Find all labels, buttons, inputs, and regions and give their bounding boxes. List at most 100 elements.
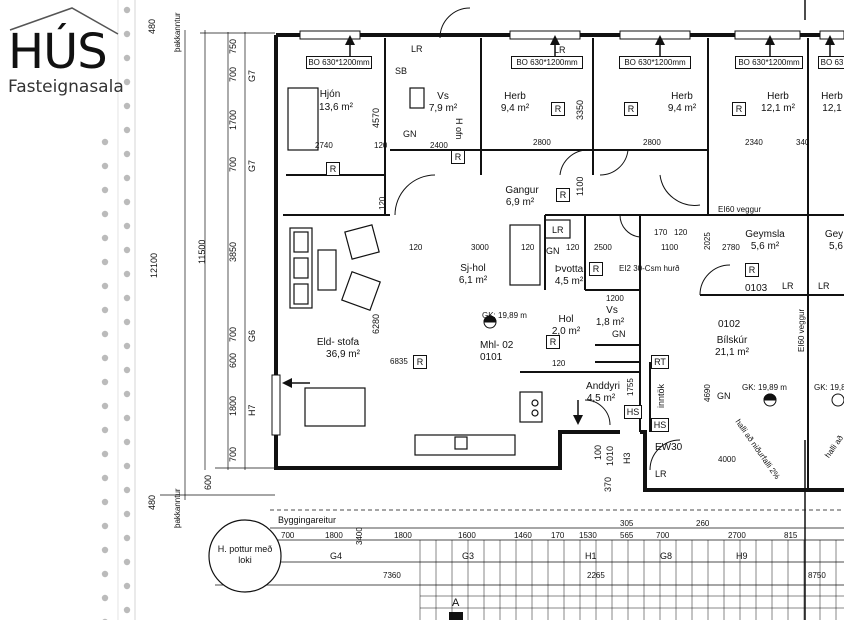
hatch-mark <box>123 126 131 134</box>
building-area-label: Byggingareitur <box>278 515 337 525</box>
dim-label: 700 <box>228 446 238 462</box>
tag-r: R <box>326 162 340 176</box>
tag-r: R <box>546 335 560 349</box>
hatch-mark <box>101 330 109 338</box>
unit-0102: 0102 <box>718 319 741 330</box>
tag-g7: G7 <box>247 159 257 172</box>
hatch-mark <box>101 210 109 218</box>
room-name-herb3: Herb <box>767 91 789 102</box>
hatch-mark <box>123 270 131 278</box>
hatch-mark <box>123 318 131 326</box>
window-code: BO 630*1200mm <box>619 56 691 69</box>
dim-label: 480 <box>147 494 157 510</box>
room-name-hjon: Hjón <box>319 89 341 100</box>
window-code: BO 630*1200mm <box>306 56 372 69</box>
dim-label: 100 <box>593 444 603 460</box>
dim-label: 370 <box>603 476 613 492</box>
dim-label: 1800 <box>325 531 343 540</box>
tag-lr: LR <box>655 469 667 479</box>
room-area-herb2: 9,4 m² <box>667 103 697 114</box>
tag-h1: H1 <box>585 551 597 561</box>
room-area-herb3: 12,1 m² <box>761 103 795 114</box>
section-marker-a: A <box>452 597 460 609</box>
hatch-mark <box>123 414 131 422</box>
hatch-mark <box>101 234 109 242</box>
hatch-mark <box>101 186 109 194</box>
room-name-gey2: Gey <box>824 229 844 240</box>
dim-label: 340 <box>796 138 810 147</box>
dim-label: 700 <box>228 326 238 342</box>
hot-tub-circle <box>208 519 282 593</box>
room-area-vs2: 1,8 m² <box>595 317 625 328</box>
dim-label: 565 <box>620 531 634 540</box>
room-name-sjhol: Sj-hol <box>460 263 486 274</box>
room-name-anddyri: Anddyri <box>586 381 620 392</box>
room-name-thvotta: Þvotta <box>554 264 584 275</box>
hatch-mark <box>123 174 131 182</box>
tag-g8: G8 <box>660 551 673 561</box>
hatch-mark <box>101 306 109 314</box>
window-code: BO 630*1200mm <box>511 56 583 69</box>
dim-label: 120 <box>374 141 388 150</box>
dim-label: 600 <box>203 474 213 490</box>
tag-inntok: inntök <box>656 383 666 408</box>
dim-label: 260 <box>696 519 710 528</box>
tag-lr: LR <box>554 45 566 55</box>
dim-label: 2400 <box>430 141 448 150</box>
hatch-mark <box>123 534 131 542</box>
room-name-vs1: Vs <box>437 91 449 102</box>
room-area-sjhol: 6,1 m² <box>458 275 488 286</box>
roof-edge-label: þakkanntur <box>173 12 182 52</box>
unit-0103: 0103 <box>745 283 768 294</box>
hatch-mark <box>123 558 131 566</box>
hatch-mark <box>101 354 109 362</box>
hatch-mark <box>123 366 131 374</box>
dim-label: 700 <box>281 531 295 540</box>
logo-word: HÚS <box>8 24 108 80</box>
dim-label: 8750 <box>808 571 826 580</box>
hatch-mark <box>123 486 131 494</box>
room-name-bilskur: Bílskúr <box>716 335 748 346</box>
dim-label: 120 <box>552 359 566 368</box>
dim-label: 1755 <box>626 378 635 396</box>
tag-gn: GN <box>546 246 560 256</box>
tag-r: R <box>551 102 565 116</box>
hatch-mark <box>123 438 131 446</box>
room-area-herb1: 9,4 m² <box>500 103 530 114</box>
hatch-mark <box>101 426 109 434</box>
unit-mhl: Mhl- 02 <box>480 340 514 351</box>
floor-drains <box>483 315 844 407</box>
tag-lr: LR <box>552 225 564 235</box>
tag-r: R <box>451 150 465 164</box>
markers <box>282 35 835 620</box>
room-area-eldstofa: 36,9 m² <box>326 349 360 360</box>
room-name-herb2: Herb <box>671 91 693 102</box>
dim-label: 700 <box>228 66 238 82</box>
hatch-mark <box>123 150 131 158</box>
door-swings <box>394 7 731 471</box>
ei60-wall-label-vertical: EI60 veggur <box>797 308 806 352</box>
dim-label: 11500 <box>197 239 207 264</box>
hatch-mark <box>101 282 109 290</box>
hatch-mark <box>123 294 131 302</box>
hatch-mark <box>101 474 109 482</box>
interior-walls <box>283 38 844 490</box>
dim-label: 3000 <box>471 243 489 252</box>
room-area-geymsla: 5,6 m² <box>750 241 780 252</box>
dim-label: 3850 <box>228 241 238 262</box>
tag-r: R <box>624 102 638 116</box>
hatch-mark <box>123 606 131 614</box>
dim-label: 1800 <box>394 531 412 540</box>
dim-label: 120 <box>409 243 423 252</box>
dim-label: 1700 <box>228 109 238 130</box>
room-name-eldstofa: Eld- stofa <box>316 337 360 348</box>
room-name-geymsla: Geymsla <box>745 229 785 240</box>
room-name-herb1: Herb <box>504 91 526 102</box>
hatch-mark <box>101 378 109 386</box>
dim-label: 2800 <box>643 138 661 147</box>
tag-h3: H3 <box>622 452 632 464</box>
tag-r: R <box>732 102 746 116</box>
unit-mhl-number: 0101 <box>480 352 503 363</box>
tag-g3: G3 <box>462 551 475 561</box>
